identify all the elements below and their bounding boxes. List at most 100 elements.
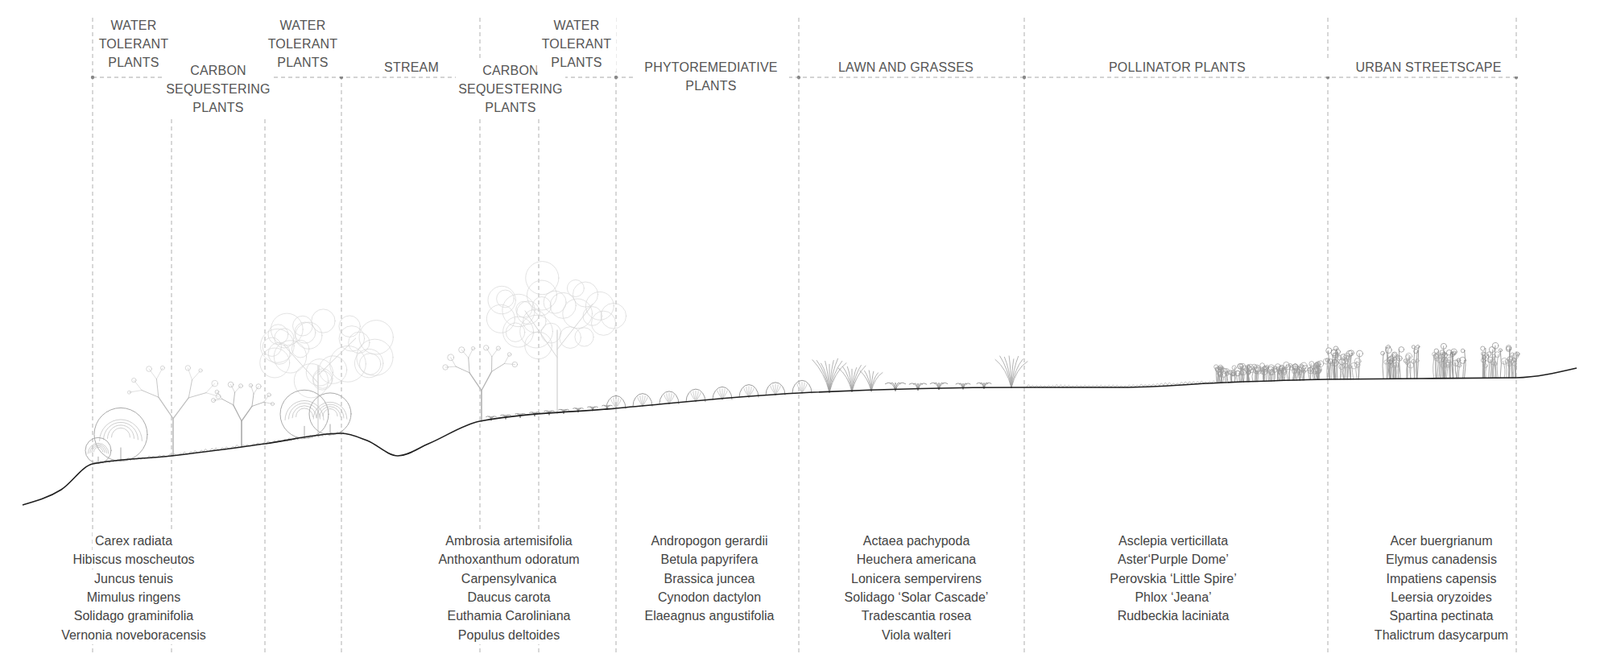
plant-stroke bbox=[359, 353, 381, 375]
species-name: Euthamia Caroliniana bbox=[445, 606, 574, 625]
plant-stroke bbox=[640, 395, 643, 406]
species-name: Asclepia verticillata bbox=[1116, 531, 1231, 550]
species-name: Viola walteri bbox=[879, 625, 954, 645]
plant-stroke bbox=[91, 446, 105, 453]
plant-stroke bbox=[111, 427, 130, 438]
plant-stroke bbox=[562, 298, 593, 329]
plant-stroke bbox=[1277, 369, 1282, 374]
plant-stroke bbox=[642, 396, 648, 406]
plant-stroke bbox=[1218, 364, 1224, 370]
plant-stroke bbox=[1315, 370, 1318, 380]
plant-stroke bbox=[294, 322, 316, 344]
species-name: Actaea pachypoda bbox=[860, 531, 973, 550]
plant-stroke bbox=[1263, 372, 1265, 381]
species-name: Populus deltoides bbox=[455, 625, 563, 645]
plant-stroke bbox=[1223, 374, 1224, 383]
plant-stroke bbox=[1509, 355, 1514, 360]
plant-stroke bbox=[1232, 365, 1237, 370]
plant-stroke bbox=[1505, 360, 1508, 378]
zone-guides bbox=[90, 17, 1518, 654]
plant-stroke bbox=[1409, 364, 1412, 379]
plant-stroke bbox=[458, 347, 465, 353]
plant-stroke bbox=[1011, 359, 1023, 389]
plant-stroke bbox=[455, 366, 470, 373]
plant-stroke bbox=[719, 388, 723, 400]
plant-stroke bbox=[1442, 355, 1447, 360]
plant-stroke bbox=[616, 399, 621, 409]
species-name: Anthoxanthum odoratum bbox=[435, 549, 582, 569]
plant-stroke bbox=[214, 389, 220, 394]
plant-stroke bbox=[1407, 361, 1414, 368]
plant-stroke bbox=[1451, 351, 1454, 379]
plant-stroke bbox=[1229, 370, 1235, 376]
plant-stroke bbox=[1343, 352, 1350, 359]
plant-stroke bbox=[574, 327, 594, 347]
plant-stroke bbox=[120, 447, 122, 462]
plant-stroke bbox=[146, 366, 153, 373]
plant-stroke bbox=[1268, 364, 1274, 371]
plant-stroke bbox=[1292, 363, 1299, 370]
plant-stroke bbox=[1314, 370, 1317, 380]
plant-stroke bbox=[442, 364, 449, 371]
plant-stroke bbox=[1316, 370, 1319, 380]
plant-stroke bbox=[447, 354, 455, 361]
plant-stroke bbox=[507, 352, 512, 357]
species-name: Phlox ‘Jeana’ bbox=[1132, 587, 1214, 607]
plant-stroke bbox=[1452, 354, 1454, 379]
zone-tick bbox=[90, 75, 95, 79]
plant-stroke bbox=[107, 425, 135, 439]
plant-stroke bbox=[293, 363, 328, 398]
plant-stroke bbox=[541, 322, 562, 344]
plant-stroke bbox=[471, 346, 475, 350]
plant-stroke bbox=[270, 401, 274, 406]
plant-stroke bbox=[1230, 372, 1233, 382]
plant-stroke bbox=[486, 347, 492, 357]
plant-stroke bbox=[491, 363, 505, 373]
species-name: Carpensylvanica bbox=[458, 569, 559, 588]
plant-stroke bbox=[690, 392, 696, 402]
plant-stroke bbox=[1344, 355, 1346, 380]
zone-label: WATER TOLERANT PLANTS bbox=[537, 16, 617, 72]
plant-stroke bbox=[1000, 355, 1012, 388]
zone-divider bbox=[1516, 17, 1518, 654]
plant-stroke bbox=[606, 395, 626, 409]
plant-stroke bbox=[802, 384, 807, 393]
plant-stroke bbox=[1398, 347, 1405, 353]
species-name: Leersia oryzoides bbox=[1388, 587, 1494, 607]
plant-stroke bbox=[1502, 360, 1505, 378]
plant-stroke bbox=[128, 390, 142, 393]
plant-stroke bbox=[262, 337, 282, 356]
plant-stroke bbox=[1339, 357, 1342, 380]
plant-stroke bbox=[504, 354, 509, 364]
plant-stroke bbox=[1317, 360, 1324, 368]
zone-label: CARBON SEQUESTERING PLANTS bbox=[163, 61, 273, 117]
plant-stroke bbox=[868, 370, 872, 392]
plant-stroke bbox=[239, 384, 244, 389]
plant-stroke bbox=[1496, 354, 1499, 378]
plant-stroke bbox=[1356, 350, 1364, 357]
plant-stroke bbox=[1464, 350, 1467, 378]
plant-stroke bbox=[1397, 356, 1400, 379]
plant-stroke bbox=[87, 442, 109, 454]
plant-stroke bbox=[746, 386, 749, 397]
plant-stroke bbox=[1406, 356, 1409, 379]
plant-stroke bbox=[1510, 352, 1514, 356]
plant-stroke bbox=[1289, 367, 1294, 371]
plant-stroke bbox=[1416, 344, 1420, 348]
plant-stroke bbox=[1231, 372, 1233, 382]
plant-stroke bbox=[1347, 358, 1349, 380]
plant-stroke bbox=[215, 393, 221, 399]
plant-stroke bbox=[1143, 384, 1148, 387]
plant-stroke bbox=[313, 370, 333, 390]
plant-stroke bbox=[1440, 343, 1447, 349]
plant-stroke bbox=[1163, 382, 1168, 385]
plant-stroke bbox=[211, 398, 216, 403]
plant-stroke bbox=[1434, 354, 1440, 360]
plant-stroke bbox=[211, 380, 218, 386]
plant-stroke bbox=[1450, 351, 1456, 357]
plant-stroke bbox=[1382, 353, 1384, 380]
species-name: Lonicera sempervirens bbox=[848, 569, 984, 588]
plant-stroke bbox=[160, 365, 165, 370]
plant-stroke bbox=[156, 379, 158, 397]
plant-stroke bbox=[549, 292, 576, 319]
